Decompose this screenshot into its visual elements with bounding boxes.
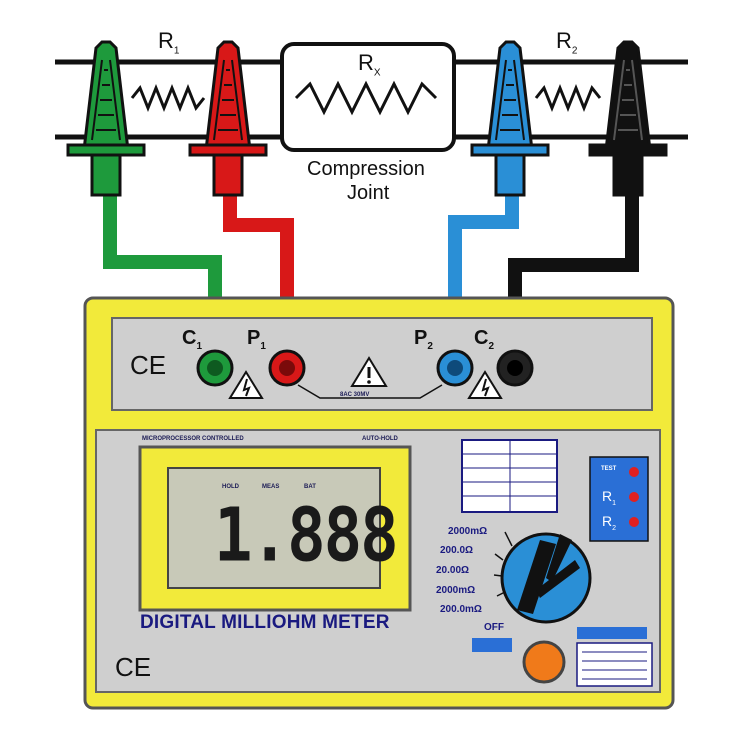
compression-joint-box: [280, 42, 456, 152]
r2-indicator-led: [629, 517, 639, 527]
resistor-rx: [294, 80, 438, 116]
terminal-p1[interactable]: [268, 349, 306, 387]
range-option-off[interactable]: OFF: [484, 622, 504, 633]
terminal-c1[interactable]: [196, 349, 234, 387]
lead-cable-p1: [223, 190, 294, 362]
panel-label-r1: R1: [602, 488, 617, 507]
joint-label-line1: Compression: [307, 158, 425, 180]
range-option[interactable]: 20.00Ω: [436, 565, 470, 576]
lcd-tag: HOLD: [222, 484, 239, 490]
zero-button[interactable]: [522, 640, 566, 684]
terminal-label-p1: P1: [247, 327, 266, 352]
resistor-r1: [130, 83, 206, 113]
warning-triangle-icon: [228, 370, 264, 399]
test-panel-label: TEST: [601, 466, 617, 472]
label-rx: RX: [358, 50, 381, 79]
alligator-clip-icon: [588, 40, 668, 197]
lead-cable-p2: [448, 190, 519, 362]
lcd-screen: [167, 467, 381, 589]
range-option[interactable]: 2000mΩ: [448, 526, 488, 537]
r1-indicator-led: [629, 492, 639, 502]
alligator-clip-icon: [188, 40, 268, 197]
terminal-label-p2: P2: [414, 327, 433, 352]
alligator-clip-icon: [66, 40, 146, 197]
lcd-digits: 1.888: [214, 494, 399, 580]
spec-plate: [576, 642, 653, 687]
test-panel: [589, 456, 649, 542]
model-badge: [472, 638, 512, 652]
device-header-right: AUTO-HOLD: [362, 436, 398, 442]
terminal-c2[interactable]: [496, 349, 534, 387]
bracket-line: [297, 384, 443, 399]
label-r1: R1: [158, 28, 180, 57]
range-option[interactable]: 2000mΩ: [436, 585, 476, 596]
range-option[interactable]: 200.0Ω: [440, 545, 474, 556]
device-header-left: MICROPROCESSOR CONTROLLED: [142, 436, 244, 442]
brand-badge: [577, 627, 647, 639]
warning-note: 8AC 30MV: [340, 392, 370, 398]
terminal-p2[interactable]: [436, 349, 474, 387]
label-r2: R2: [556, 28, 578, 57]
terminal-label-c2: C2: [474, 327, 495, 352]
test-indicator-led: [629, 467, 639, 477]
lcd-tag: MEAS: [262, 484, 280, 490]
ce-mark-icon: CE: [115, 652, 152, 682]
warning-triangle-icon: [350, 356, 388, 387]
joint-label-line2: Joint: [347, 182, 390, 204]
panel-label-r2: R2: [602, 513, 617, 532]
terminal-label-c1: C1: [182, 327, 203, 352]
device-title: DIGITAL MILLIOHM METER: [140, 612, 390, 633]
ce-mark-icon: CE: [130, 350, 167, 380]
warning-triangle-icon: [467, 370, 503, 399]
lcd-tag: BAT: [304, 484, 316, 490]
alligator-clip-icon: [470, 40, 550, 197]
rotary-knob-icon[interactable]: [500, 532, 592, 624]
resistor-r2: [534, 83, 602, 113]
range-option[interactable]: 200.0mΩ: [440, 604, 482, 615]
